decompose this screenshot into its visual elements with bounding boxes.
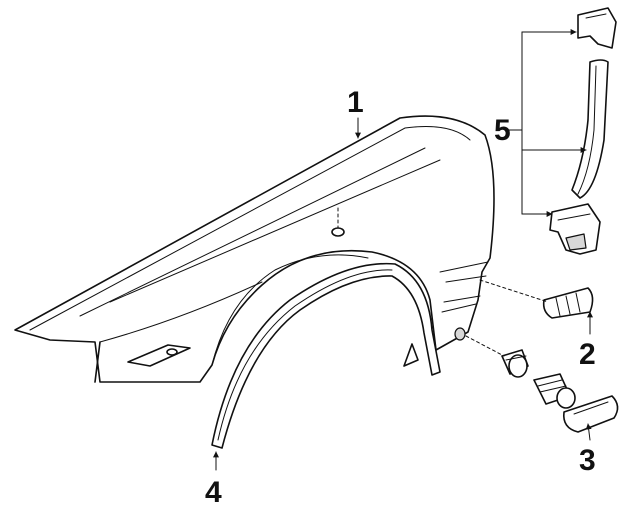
side-reflector: [562, 395, 619, 433]
front-fender: [14, 115, 495, 383]
fastener-bolt-2: [533, 373, 576, 409]
callout-1: 1: [347, 86, 364, 119]
side-marker-lamp: [479, 279, 594, 319]
wheel-opening-moulding: [211, 262, 441, 449]
moulding-set: [549, 7, 617, 255]
callout-4: 4: [205, 476, 222, 509]
leader-lines: [213, 29, 593, 471]
callout-5: 5: [494, 114, 511, 147]
callout-2: 2: [579, 338, 596, 371]
fastener-clip-1: [465, 335, 529, 378]
callout-3: 3: [579, 444, 596, 477]
